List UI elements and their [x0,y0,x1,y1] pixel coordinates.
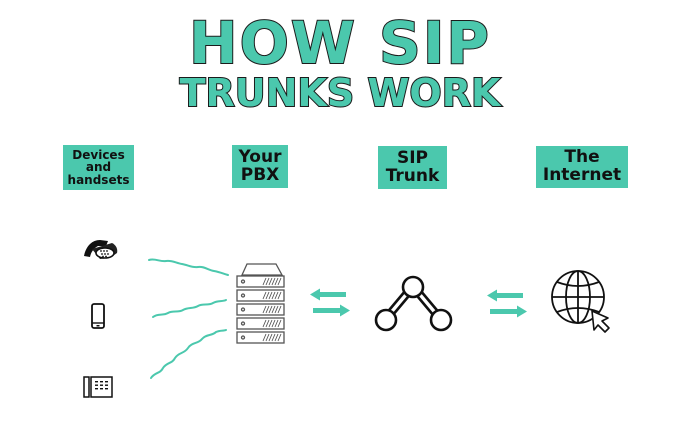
wavy-line-top [148,258,229,276]
title-line-2: TRUNKS WORK [179,71,502,115]
smartphone-icon [91,303,105,329]
label-sip-trunk: SIP Trunk [378,146,447,189]
label-your-pbx: Your PBX [232,145,288,188]
conference-phone-icon [84,240,118,259]
label-the-internet: The Internet [536,146,628,188]
label-trunk-line-2: Trunk [385,165,440,186]
label-devices-line-1: Devices [72,147,125,162]
label-devices-and-handsets: Devices and handsets [63,145,134,190]
server-unit [236,289,285,302]
globe-cursor-icon [551,270,610,333]
bidirectional-arrows-icon [487,289,527,318]
label-devices-line-2: and [85,160,112,175]
label-devices-line-3: handsets [67,172,130,187]
title-line-1: HOW SIP [188,9,491,77]
label-internet-line-2: Internet [542,165,622,185]
network-nodes-icon [374,275,453,332]
server-unit [236,303,285,316]
label-pbx-line-1: Your [238,146,282,167]
server-rack-icon [236,263,285,344]
server-unit [236,317,285,330]
desk-phone-icon [83,376,113,398]
wavy-line-bottom [150,329,227,379]
wavy-line-middle [152,299,227,318]
label-internet-line-1: The [564,147,600,168]
server-unit [236,331,285,344]
label-pbx-line-2: PBX [240,164,280,185]
bidirectional-arrows-icon [310,288,350,317]
label-trunk-line-1: SIP [396,147,429,168]
server-unit [236,275,285,288]
